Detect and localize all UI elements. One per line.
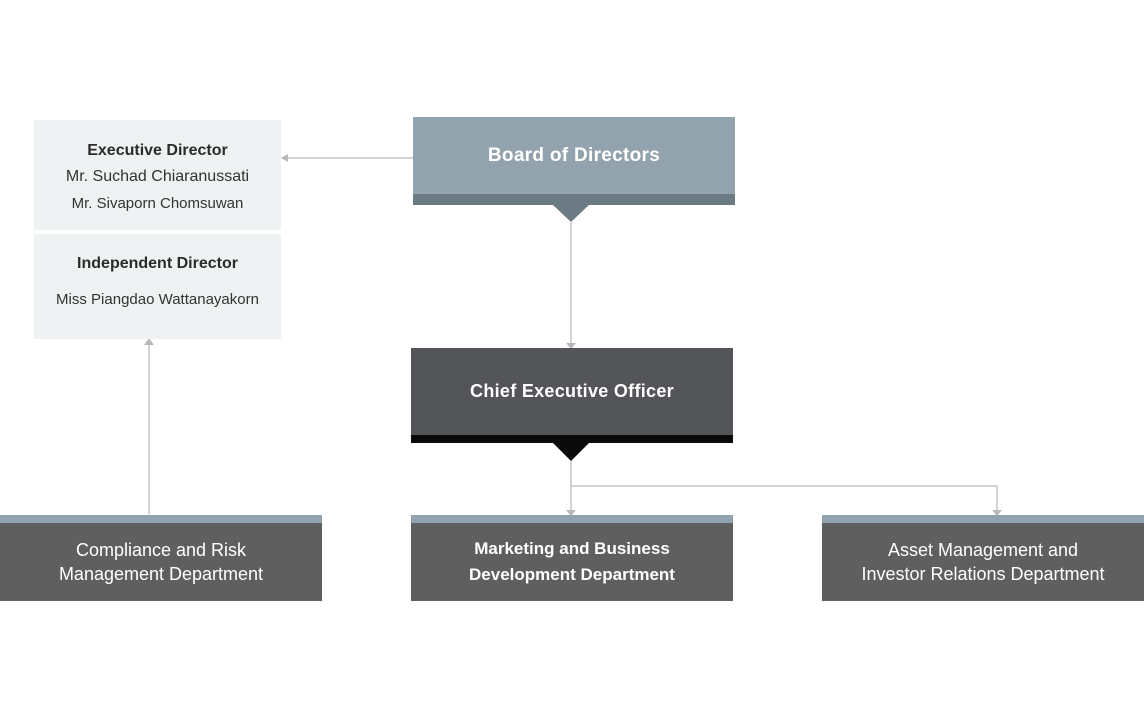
executive-director-panel: Executive Director Mr. Suchad Chiaranuss… — [34, 120, 281, 230]
compliance-risk-department-box: Compliance and Risk Management Departmen… — [0, 523, 322, 601]
chief-executive-officer-box: Chief Executive Officer — [411, 348, 733, 435]
connector-ceo-to-asset — [571, 485, 998, 510]
department-label-line: Investor Relations Department — [861, 564, 1105, 584]
asset-department-band — [822, 515, 1144, 523]
board-of-directors-box: Board of Directors — [413, 117, 735, 194]
compliance-department-band — [0, 515, 322, 523]
marketing-department-band — [411, 515, 733, 523]
arrowhead-left — [281, 154, 288, 162]
department-label-line: Management Department — [58, 564, 264, 584]
asset-investor-department-box: Asset Management and Investor Relations … — [822, 523, 1144, 601]
executive-director-heading: Executive Director — [87, 142, 228, 159]
executive-director-member: Mr. Sivaporn Chomsuwan — [71, 195, 244, 212]
independent-director-member: Miss Piangdao Wattanayakorn — [56, 291, 259, 308]
independent-director-panel: Independent Director Miss Piangdao Watta… — [34, 234, 281, 339]
chief-executive-officer-label: Chief Executive Officer — [470, 381, 674, 401]
marketing-business-department-box: Marketing and Business Development Depar… — [411, 523, 733, 601]
chief-executive-officer-band — [411, 435, 733, 443]
board-of-directors-label: Board of Directors — [487, 144, 661, 166]
arrowhead-up — [144, 338, 154, 345]
board-of-directors-band — [413, 194, 735, 205]
ceo-pointer — [553, 443, 589, 461]
independent-director-heading: Independent Director — [77, 255, 238, 272]
department-label-line: Asset Management and — [887, 540, 1079, 560]
department-label-line: Marketing and Business — [474, 539, 670, 558]
department-label-line: Development Department — [469, 565, 675, 584]
executive-director-member: Mr. Suchad Chiaranussati — [65, 168, 250, 185]
board-pointer — [553, 205, 589, 222]
department-label-line: Compliance and Risk — [75, 540, 247, 560]
